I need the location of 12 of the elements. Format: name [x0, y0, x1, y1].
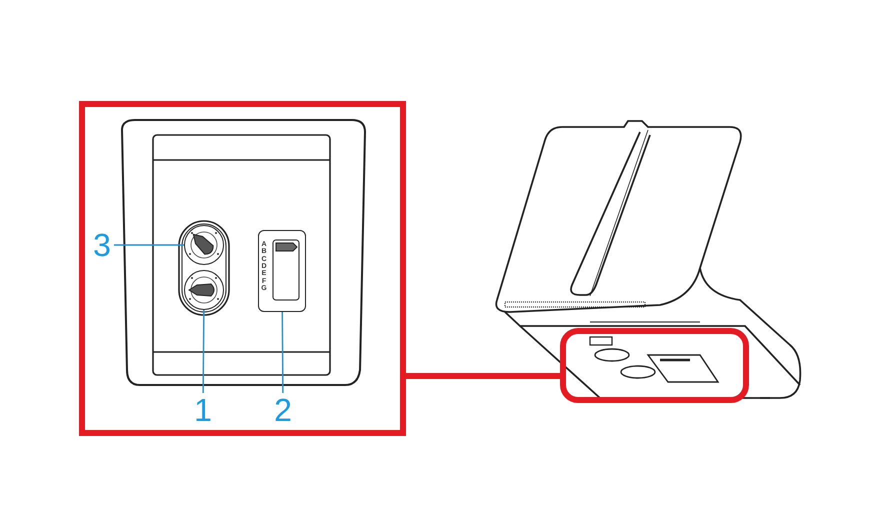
highlight-frame [560, 328, 749, 403]
mic-dial [184, 270, 224, 310]
slider-switch [258, 230, 306, 312]
leader-line [202, 310, 205, 393]
callout-number: 2 [271, 393, 295, 427]
callout-number: 3 [90, 228, 114, 262]
volume-dial [184, 225, 224, 265]
leader-line [114, 244, 184, 246]
callout-frame [79, 101, 406, 436]
callout-number: 1 [191, 393, 215, 427]
connector-line [406, 373, 560, 379]
leader-line [282, 312, 284, 393]
